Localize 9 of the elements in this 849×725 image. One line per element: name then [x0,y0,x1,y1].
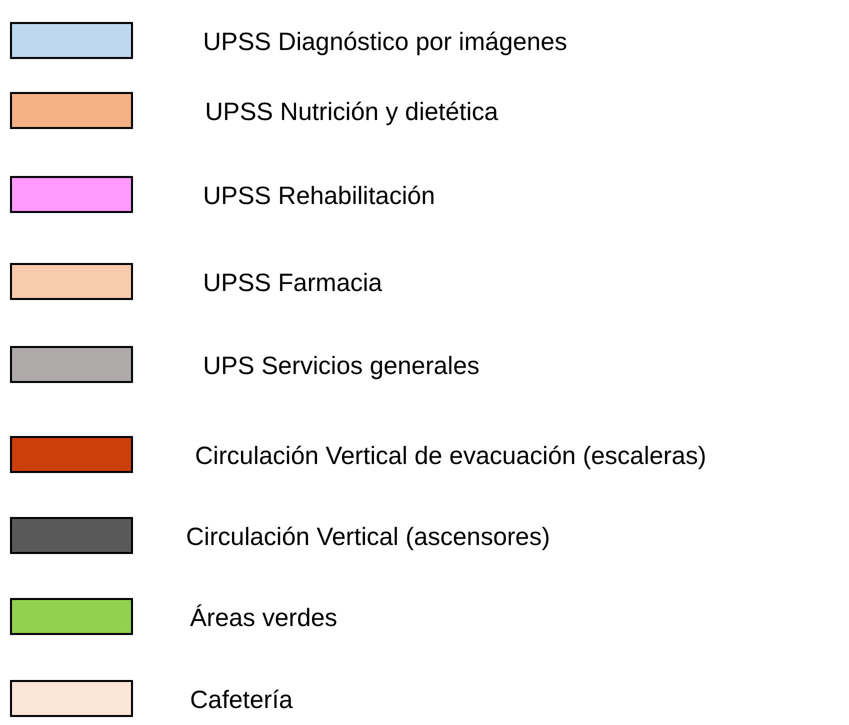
legend-label: UPSS Nutrición y dietética [205,97,498,127]
legend-label: UPSS Diagnóstico por imágenes [203,27,568,57]
legend-label: Áreas verdes [190,603,338,633]
legend-label: UPSS Rehabilitación [203,181,436,211]
legend-label: UPSS Farmacia [203,268,382,298]
legend-label: Circulación Vertical (ascensores) [186,522,550,552]
legend-label: Cafetería [190,685,293,715]
legend-label: Circulación Vertical de evacuación (escaleras) [195,441,706,471]
legend-label: UPS Servicios generales [203,351,480,381]
